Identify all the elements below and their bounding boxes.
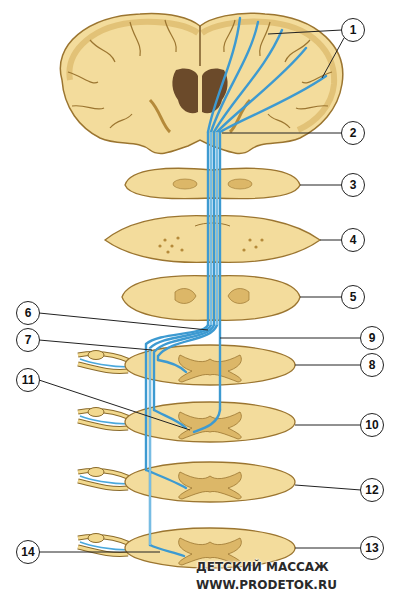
callout-number: 13: [360, 536, 384, 560]
callout-number: 4: [341, 228, 365, 252]
callout-number: 9: [360, 326, 384, 350]
watermark: WWW.PRODETOK.RU: [196, 578, 337, 592]
callout-number: 11: [16, 368, 40, 392]
callout-number: 10: [360, 413, 384, 437]
callout-number: 2: [341, 121, 365, 145]
watermark: ДЕТСКИЙ МАССАЖ: [196, 560, 329, 574]
callout-number: 5: [341, 285, 365, 309]
callout-number: 12: [360, 478, 384, 502]
callout-number: 7: [16, 328, 40, 352]
callout-number: 8: [360, 353, 384, 377]
callout-number: 14: [16, 540, 40, 564]
callout-number: 1: [341, 18, 365, 42]
callout-number: 3: [341, 173, 365, 197]
callout-number: 6: [16, 301, 40, 325]
